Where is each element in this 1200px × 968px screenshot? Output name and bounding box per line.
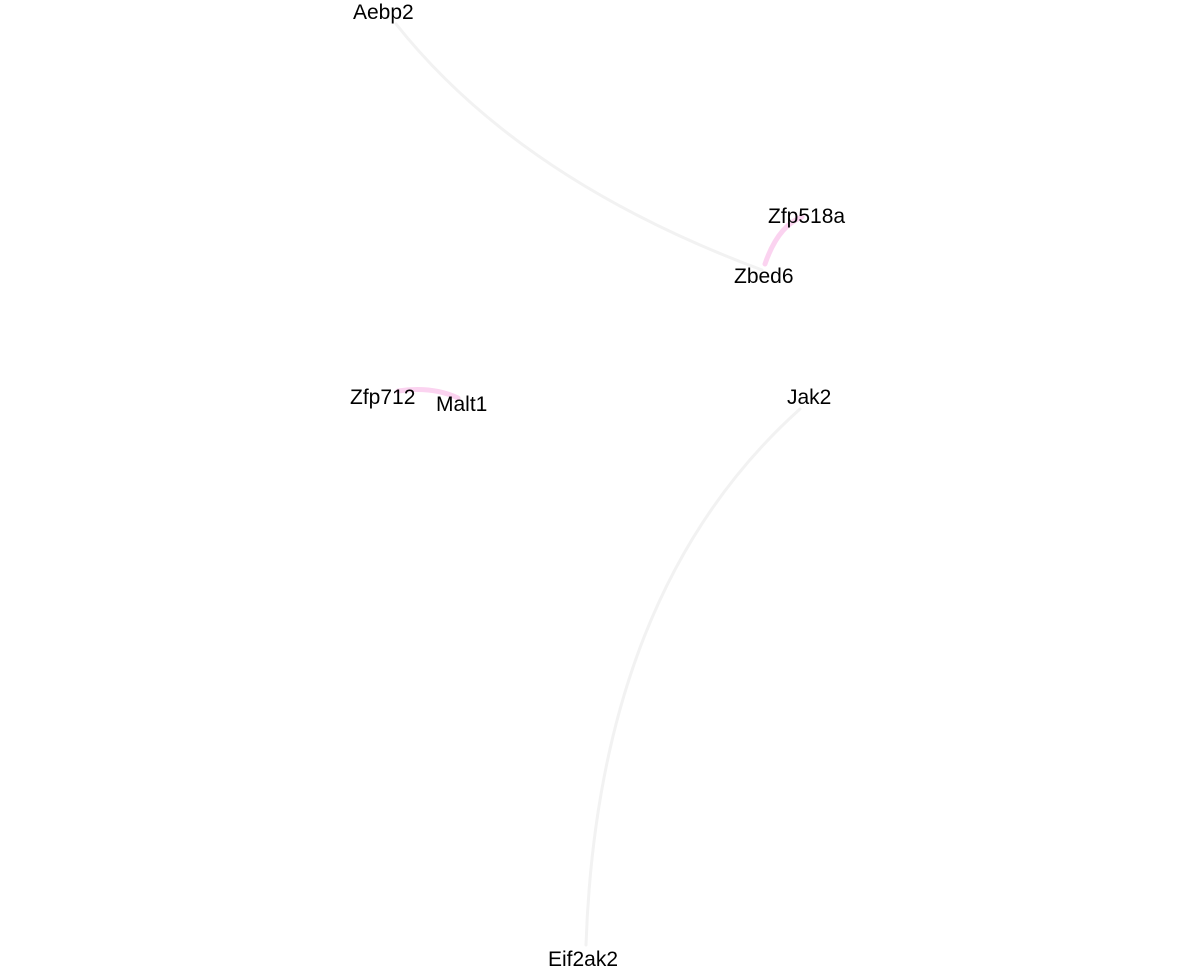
node-label-zbed6: Zbed6 bbox=[734, 265, 794, 288]
node-label-aebp2: Aebp2 bbox=[353, 1, 414, 24]
node-label-eif2ak2: Eif2ak2 bbox=[548, 948, 619, 968]
node-label-malt1: Malt1 bbox=[436, 393, 488, 416]
edge-aebp2-zbed6 bbox=[394, 22, 764, 272]
node-label-jak2: Jak2 bbox=[787, 386, 832, 409]
edge-zfp712-malt1 bbox=[395, 387, 461, 401]
edge-zfp518a-zbed6 bbox=[762, 214, 805, 267]
node-label-zfp518a: Zfp518a bbox=[768, 205, 846, 228]
node-label-zfp712: Zfp712 bbox=[350, 386, 416, 409]
edge-jak2-eif2ak2 bbox=[584, 407, 802, 947]
